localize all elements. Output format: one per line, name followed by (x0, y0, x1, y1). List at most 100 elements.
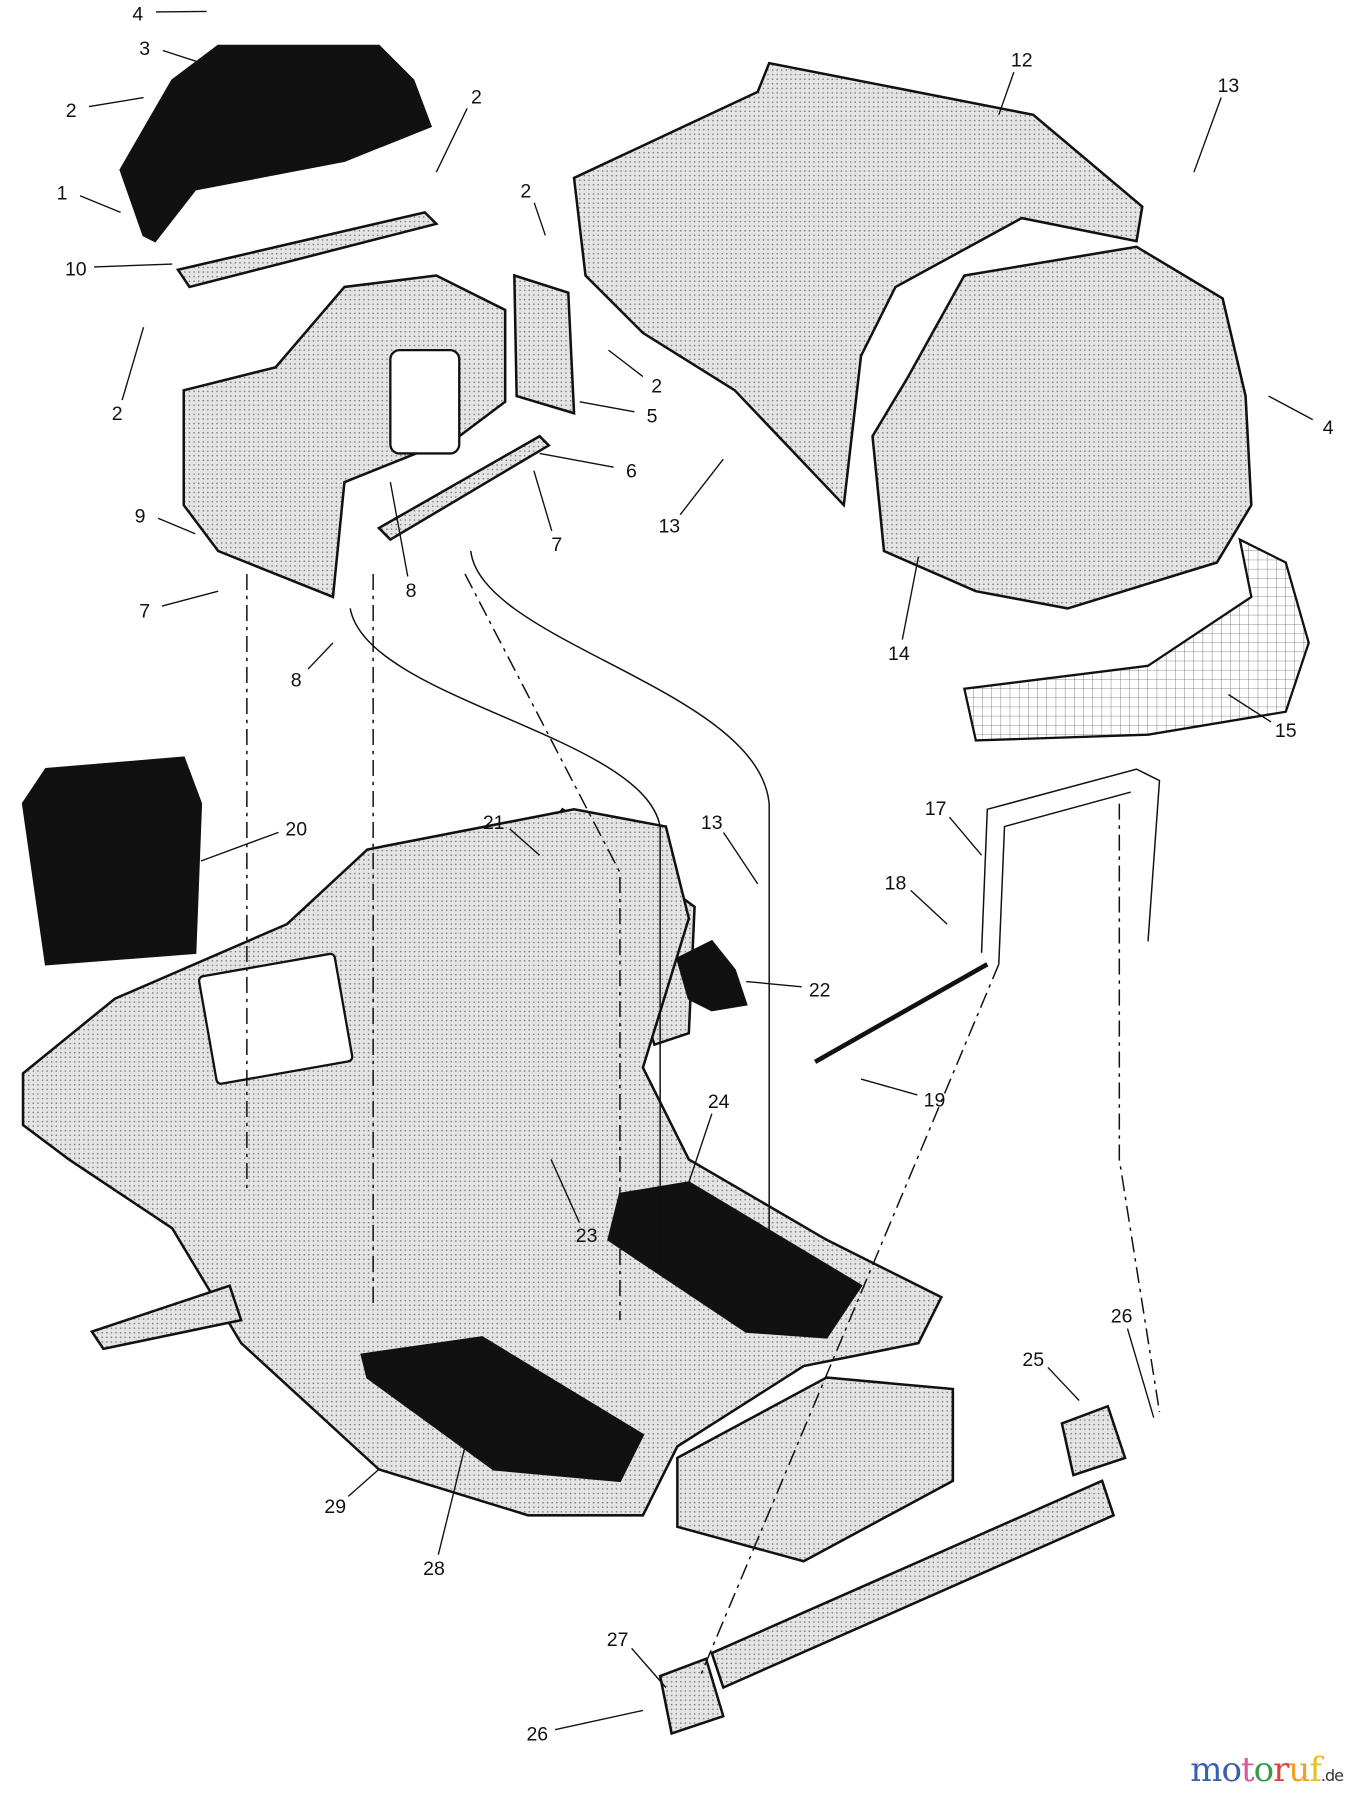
callout-leader (94, 263, 173, 268)
dash-panel-opening (389, 348, 461, 455)
callout-label-19: 19 (924, 1090, 946, 1112)
latch-bracket (675, 939, 748, 1012)
watermark-letter: o (1253, 1750, 1275, 1790)
callout-leader (533, 470, 553, 532)
callout-label-26: 26 (526, 1723, 548, 1745)
callout-label-13: 13 (701, 812, 723, 834)
callout-label-2: 2 (471, 86, 482, 108)
callout-leader (948, 816, 983, 856)
watermark-letter: t (1240, 1750, 1255, 1790)
callout-leader (88, 96, 144, 108)
callout-leader (200, 831, 279, 862)
callout-label-29: 29 (324, 1496, 346, 1518)
callout-label-8: 8 (406, 580, 417, 602)
callout-label-2: 2 (112, 403, 123, 425)
callout-label-7: 7 (551, 534, 562, 556)
guide-lines (246, 550, 1161, 1677)
callout-label-15: 15 (1275, 720, 1297, 742)
callout-leader (998, 71, 1015, 116)
callout-label-23: 23 (576, 1225, 598, 1247)
callout-label-8: 8 (291, 669, 302, 691)
callout-label-14: 14 (888, 643, 910, 665)
callout-leader (161, 590, 219, 607)
callout-leader (121, 326, 145, 401)
callout-label-2: 2 (651, 376, 662, 398)
floor-mat-left (360, 1336, 645, 1483)
axle-bracket-left (658, 1657, 725, 1736)
callout-leader (722, 832, 759, 885)
callout-leader (1126, 1328, 1155, 1418)
axle-bracket-right (1060, 1404, 1127, 1477)
callout-label-17: 17 (925, 798, 947, 820)
callout-leader (608, 349, 644, 378)
callout-label-22: 22 (809, 979, 831, 1001)
callout-label-18: 18 (885, 873, 907, 895)
callout-label-25: 25 (1022, 1349, 1044, 1371)
callout-label-26: 26 (1111, 1305, 1133, 1327)
callout-label-2: 2 (520, 180, 531, 202)
watermark-letter: f (1309, 1750, 1322, 1790)
callout-label-1: 1 (57, 183, 68, 205)
callout-leader (1268, 395, 1314, 421)
callout-leader (1228, 693, 1272, 723)
callout-leader (901, 556, 920, 640)
callout-leader (533, 202, 546, 236)
hood-bracket (980, 768, 1161, 965)
callout-leader (746, 980, 802, 988)
callout-label-24: 24 (708, 1091, 730, 1113)
support-bar (376, 434, 551, 542)
callout-leader (389, 482, 409, 577)
callout-leader (79, 195, 121, 214)
callout-label-3: 3 (139, 38, 150, 60)
callout-label-4: 4 (1323, 417, 1334, 439)
front-axle (710, 1479, 1116, 1690)
callout-label-28: 28 (423, 1558, 445, 1580)
callout-label-5: 5 (647, 405, 658, 427)
callout-label-4: 4 (132, 4, 143, 26)
grille-bumper (962, 537, 1310, 742)
callout-leader (688, 1113, 713, 1183)
dash-console (119, 44, 433, 243)
callout-leader (509, 828, 541, 856)
callout-leader (539, 452, 614, 468)
callout-leader (554, 1709, 644, 1731)
front-axle-assembly (676, 1376, 955, 1563)
pivot-rod (813, 962, 989, 1064)
callout-leader (910, 889, 948, 925)
callout-label-21: 21 (483, 812, 505, 834)
callout-leader (162, 49, 213, 68)
cover-plate (513, 273, 576, 415)
watermark-letter: m (1190, 1750, 1222, 1790)
watermark-letter: r (1273, 1750, 1289, 1790)
rear-axle (89, 1284, 243, 1351)
hood (871, 245, 1253, 610)
callout-label-2: 2 (66, 100, 77, 122)
callout-label-7: 7 (139, 601, 150, 623)
rear-hood-shroud (572, 61, 1144, 508)
watermark-letter: u (1288, 1750, 1310, 1790)
callout-leader (631, 1647, 667, 1688)
callout-label-10: 10 (65, 259, 87, 281)
callout-leader (860, 1078, 918, 1096)
callout-label-13: 13 (1218, 75, 1240, 97)
callout-leader (579, 401, 635, 413)
callout-label-13: 13 (658, 516, 680, 538)
callout-label-20: 20 (285, 819, 307, 841)
watermark-letter: o (1221, 1750, 1243, 1790)
callout-leader (435, 108, 468, 173)
callout-leader (1047, 1366, 1080, 1401)
watermark-logo: motoruf.de (1190, 1750, 1344, 1790)
watermark-suffix: .de (1320, 1766, 1344, 1785)
callout-label-6: 6 (626, 461, 637, 483)
battery-box (21, 756, 203, 966)
callout-leader (1193, 97, 1222, 173)
callout-leader (550, 1159, 581, 1223)
callout-leader (437, 1423, 472, 1555)
callout-label-9: 9 (135, 505, 146, 527)
callout-leader (347, 1468, 380, 1497)
callout-label-27: 27 (607, 1629, 629, 1651)
seat-opening (197, 952, 354, 1085)
callout-label-12: 12 (1011, 50, 1033, 72)
